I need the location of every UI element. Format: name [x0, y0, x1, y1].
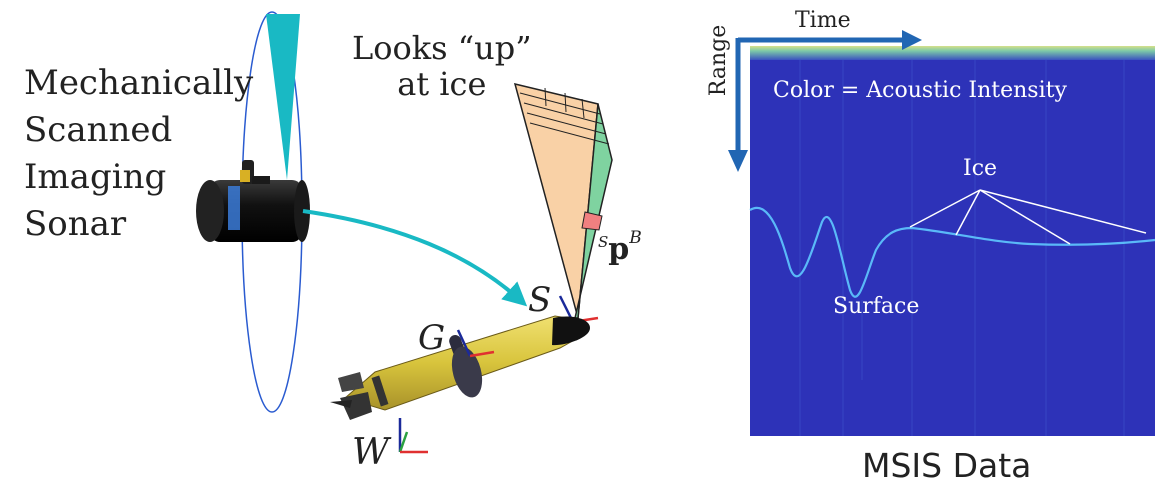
looks-up-label: Looks “up” at ice — [352, 30, 532, 102]
msis-title: MSIS Data — [862, 446, 1032, 485]
msis-top-band — [750, 46, 1155, 60]
sonar-label-line: Mechanically — [24, 63, 254, 103]
point-label-sup: B — [629, 228, 642, 248]
glider-frame-label: G — [418, 318, 446, 358]
glider-axis-z — [456, 329, 472, 357]
point-label-main: p — [608, 232, 630, 267]
glider-axis-x — [469, 350, 495, 358]
msis-image — [750, 46, 1155, 436]
surface-annotation: Surface — [833, 294, 920, 319]
sonar-label-line: Scanned — [24, 110, 173, 150]
sonar-label-line: Sonar — [24, 204, 127, 244]
sonar-to-sensor-arrow — [302, 209, 528, 307]
point-label: SpB — [598, 228, 642, 267]
color-note: Color = Acoustic Intensity — [773, 78, 1067, 103]
ice-pointer-lines — [909, 189, 1147, 245]
surface-echo-line — [749, 206, 1156, 298]
range-axis-arrow — [728, 38, 748, 172]
world-frame-label: W — [352, 432, 390, 473]
range-axis-label: Range — [706, 24, 732, 97]
msis-noise — [799, 60, 1125, 436]
sensor-axis-z — [558, 295, 574, 321]
world-axis-y — [398, 431, 409, 453]
sonar-label: Mechanically Scanned Imaging Sonar — [24, 60, 253, 248]
looks-up-line: Looks “up” — [352, 29, 532, 67]
sonar-beam — [266, 14, 300, 180]
glider-vehicle-icon — [330, 315, 590, 420]
sonar-label-line: Imaging — [24, 157, 167, 197]
time-axis-label: Time — [795, 8, 851, 33]
sensor-frame-label: S — [528, 280, 552, 320]
ice-annotation: Ice — [963, 156, 998, 181]
sonar-device-icon — [196, 160, 310, 242]
time-axis-arrow — [738, 30, 922, 50]
looks-up-line: at ice — [397, 65, 487, 103]
point-label-pre: S — [598, 233, 609, 251]
sonar-fan-wedge — [513, 82, 613, 319]
